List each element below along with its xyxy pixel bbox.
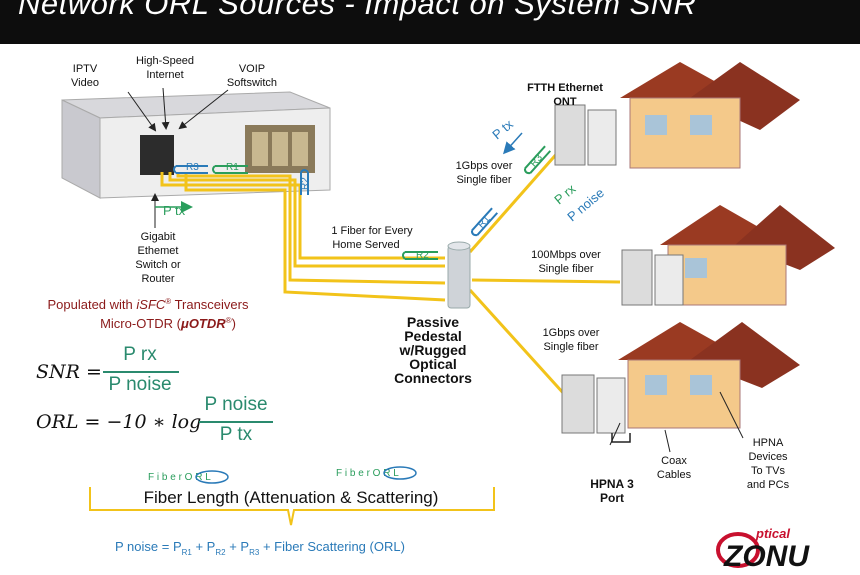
label-ptx-right: P tx: [489, 116, 516, 142]
orl-numerator: P noise: [204, 394, 268, 415]
optical-zonu-logo: ptical ZONU: [716, 526, 810, 572]
svg-text:R2: R2: [416, 250, 429, 261]
drop-fibers: [468, 149, 621, 397]
ont-box-bottom: [561, 374, 595, 434]
svg-text:ZONU: ZONU: [723, 540, 810, 572]
fiber-orl-1: F i b e r O R L: [148, 470, 229, 484]
switch-card: [140, 135, 174, 175]
reflection-r2-co: R2: [300, 169, 311, 195]
home-middle: [621, 205, 835, 306]
ptx-arrow-right: [502, 132, 523, 155]
svg-text:R2: R2: [300, 177, 311, 190]
callout-lines: [127, 87, 744, 453]
svg-text:F i b e r O R L: F i b e r O R L: [336, 468, 399, 479]
svg-text:F i b e r O R L: F i b e r O R L: [148, 472, 211, 483]
svg-text:R1: R1: [226, 162, 239, 173]
home-bottom: [561, 322, 800, 443]
reflection-r2-line: R2: [402, 250, 438, 261]
orl-denominator: P tx: [219, 424, 253, 445]
pnoise-equation: P noise = PR1 + PR2 + PR3 + Fiber Scatte…: [115, 539, 405, 557]
orl-lhs: ORL = −10 ∗ log: [36, 411, 202, 433]
ont-box-middle: [621, 249, 653, 306]
ont-box-top: [554, 104, 586, 166]
snr-lhs: SNR =: [36, 361, 102, 383]
title-bar: Network ORL Sources - Impact on System S…: [0, 0, 860, 44]
fiber-orl-2: F i b e r O R L: [336, 466, 417, 480]
snr-denominator: P noise: [108, 374, 172, 395]
reflection-r3-drop: R3: [523, 145, 552, 175]
reflection-r3-co: R3: [173, 162, 208, 174]
populated-line-2: Micro-OTDR (μOTDR®): [100, 316, 236, 331]
snr-fraction-bar: [103, 371, 179, 373]
fiber-bundle: [160, 172, 446, 302]
svg-text:ptical: ptical: [755, 526, 790, 541]
slide-title: Network ORL Sources - Impact on System S…: [18, 0, 697, 21]
fiber-length-label: Fiber Length (Attenuation & Scattering): [144, 488, 439, 507]
home-top: [554, 62, 800, 169]
snr-numerator: P rx: [123, 344, 157, 365]
svg-text:R3: R3: [528, 152, 545, 169]
fiber-length-bracket: [89, 487, 495, 526]
reflection-r1-co: R1: [212, 162, 248, 174]
label-ptx-left: P tx: [163, 203, 186, 218]
populated-line-1: Populated with iSFC® Transceivers: [47, 297, 249, 312]
passive-pedestal: [447, 241, 471, 309]
svg-text:R3: R3: [186, 162, 199, 173]
orl-fraction-bar: [199, 421, 273, 423]
